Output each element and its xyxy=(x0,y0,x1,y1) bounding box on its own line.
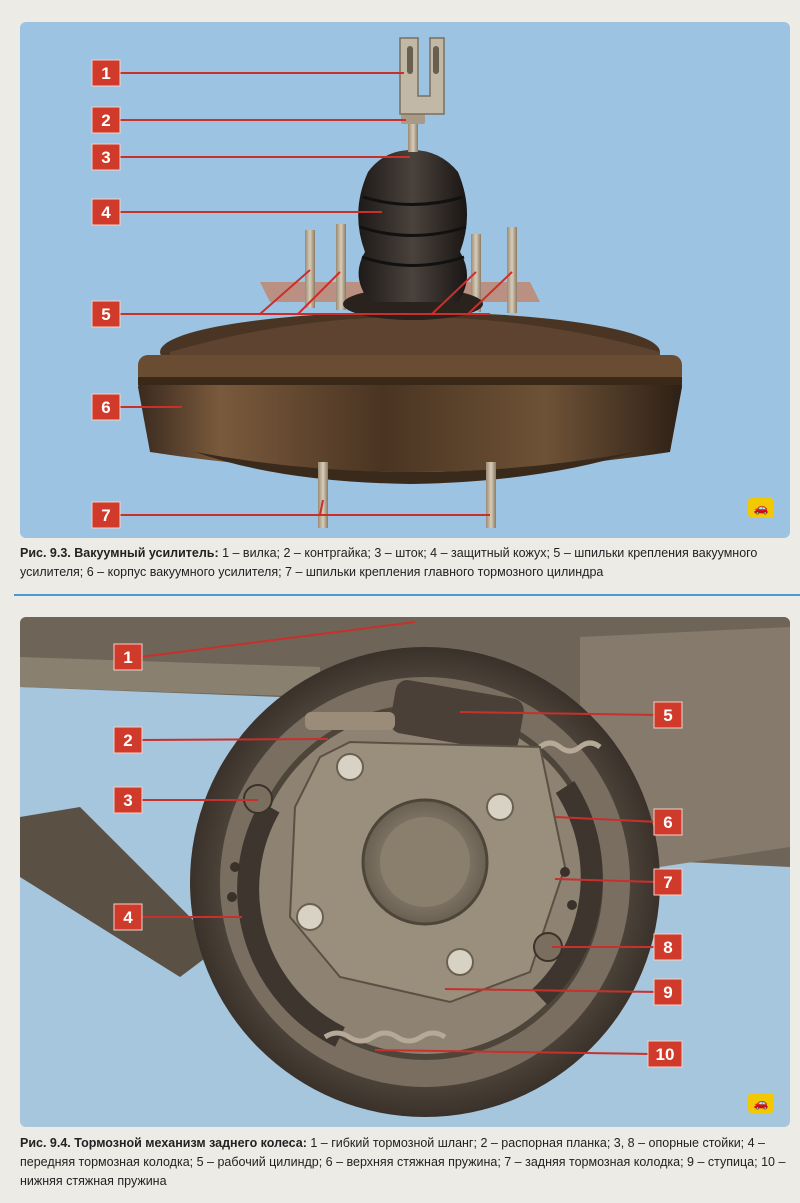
callout-7-label: 7 xyxy=(663,873,672,892)
figure-vacuum-booster: 1 2 3 4 5 6 7 xyxy=(20,22,790,538)
caption-fig-9-4-text: 1 – гибкий тормозной шланг; 2 – распорна… xyxy=(20,1136,786,1188)
callout-4-label: 4 xyxy=(101,203,111,222)
caption-fig-9-3: Рис. 9.3. Вакуумный усилитель: 1 – вилка… xyxy=(20,544,792,582)
caption-fig-9-4: Рис. 9.4. Тормозной механизм заднего кол… xyxy=(20,1134,792,1191)
callout-2: 2 xyxy=(91,106,121,134)
callout-9-label: 9 xyxy=(663,983,672,1002)
callout-1-label: 1 xyxy=(101,64,110,83)
callout-3-label: 3 xyxy=(123,791,132,810)
vacuum-booster-illustration: 1 2 3 4 5 6 7 xyxy=(91,37,682,529)
callout-2-label: 2 xyxy=(123,731,132,750)
car-badge-icon: 🚗 xyxy=(748,1093,774,1113)
callout-3: 3 xyxy=(91,143,121,171)
leader-lines-fig2 xyxy=(139,621,659,1055)
callout-8-label: 8 xyxy=(663,938,672,957)
section-divider xyxy=(14,594,800,596)
rear-brake-illustration: 1 2 3 4 5 6 7 8 xyxy=(20,617,790,1117)
callout-3: 3 xyxy=(113,786,143,814)
callout-10: 10 xyxy=(647,1040,683,1068)
callout-7: 7 xyxy=(653,868,683,896)
callout-7-label: 7 xyxy=(101,506,110,525)
callout-5: 5 xyxy=(653,701,683,729)
callout-8: 8 xyxy=(653,933,683,961)
callout-2-label: 2 xyxy=(101,111,110,130)
callout-6: 6 xyxy=(653,808,683,836)
callout-1: 1 xyxy=(113,643,143,671)
callout-1: 1 xyxy=(91,59,121,87)
leader-lines-fig1 xyxy=(120,72,513,516)
callout-5-label: 5 xyxy=(101,305,110,324)
callout-3-label: 3 xyxy=(101,148,110,167)
callout-4: 4 xyxy=(91,198,121,226)
callout-5: 5 xyxy=(91,300,121,328)
car-badge-icon: 🚗 xyxy=(748,498,774,518)
callout-5-label: 5 xyxy=(663,706,672,725)
caption-fig-9-4-title: Рис. 9.4. Тормозной механизм заднего кол… xyxy=(20,1136,307,1150)
callout-2: 2 xyxy=(113,726,143,754)
callout-9: 9 xyxy=(653,978,683,1006)
figure-rear-brake: 1 2 3 4 5 6 7 8 xyxy=(20,617,790,1127)
callout-7: 7 xyxy=(91,501,121,529)
callout-6-label: 6 xyxy=(101,398,110,417)
callout-1-label: 1 xyxy=(123,648,132,667)
callout-6-label: 6 xyxy=(663,813,672,832)
callout-4-label: 4 xyxy=(123,908,133,927)
callout-10-label: 10 xyxy=(656,1045,675,1064)
caption-fig-9-3-title: Рис. 9.3. Вакуумный усилитель: xyxy=(20,546,219,560)
callout-4: 4 xyxy=(113,903,143,931)
callout-6: 6 xyxy=(91,393,121,421)
caption-fig-9-3-text: 1 – вилка; 2 – контргайка; 3 – шток; 4 –… xyxy=(20,546,758,579)
